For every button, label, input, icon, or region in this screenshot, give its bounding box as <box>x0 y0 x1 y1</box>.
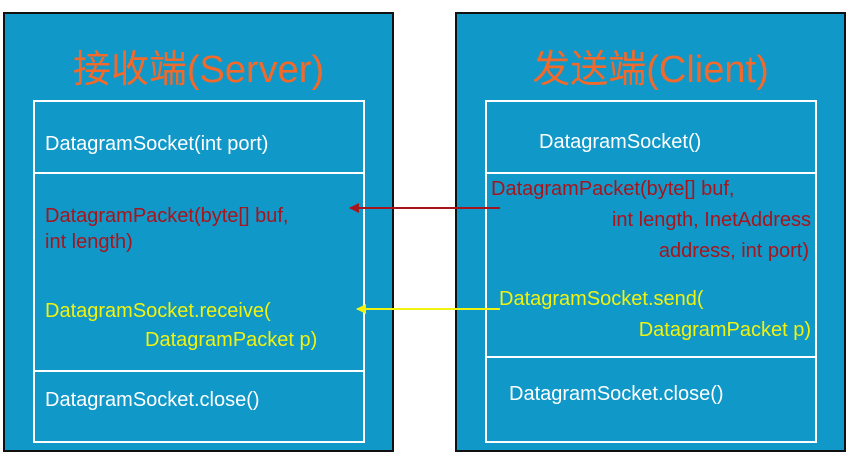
server-method-box: DatagramSocket(int port) DatagramPacket(… <box>33 100 365 443</box>
client-packet-line2: int length, InetAddress <box>611 209 811 231</box>
client-title: 发送端(Client) <box>532 49 769 91</box>
server-receive-line1: DatagramSocket.receive( <box>45 300 271 322</box>
server-title: 接收端(Server) <box>72 49 325 91</box>
server-divider-1 <box>35 172 363 174</box>
client-close: DatagramSocket.close() <box>509 383 724 405</box>
server-receive-line2: DatagramPacket p) <box>145 329 318 351</box>
client-packet-line3: address, int port) <box>658 240 809 262</box>
client-divider-1 <box>487 172 815 174</box>
client-panel: 发送端(Client) DatagramSocket() DatagramPac… <box>455 12 846 452</box>
server-panel: 接收端(Server) DatagramSocket(int port) Dat… <box>3 12 394 452</box>
client-send-line2: DatagramPacket p) <box>638 319 811 341</box>
client-constructor: DatagramSocket() <box>539 131 702 153</box>
client-packet-line1: DatagramPacket(byte[] buf, <box>491 178 735 200</box>
server-constructor: DatagramSocket(int port) <box>45 133 269 155</box>
client-send-line1: DatagramSocket.send( <box>499 288 704 310</box>
client-divider-2 <box>487 356 815 358</box>
client-method-box: DatagramSocket() DatagramPacket(byte[] b… <box>485 100 817 443</box>
server-close: DatagramSocket.close() <box>45 389 260 411</box>
server-divider-2 <box>35 370 363 372</box>
server-packet-line2: int length) <box>45 231 133 253</box>
server-packet-line1: DatagramPacket(byte[] buf, <box>45 205 289 227</box>
